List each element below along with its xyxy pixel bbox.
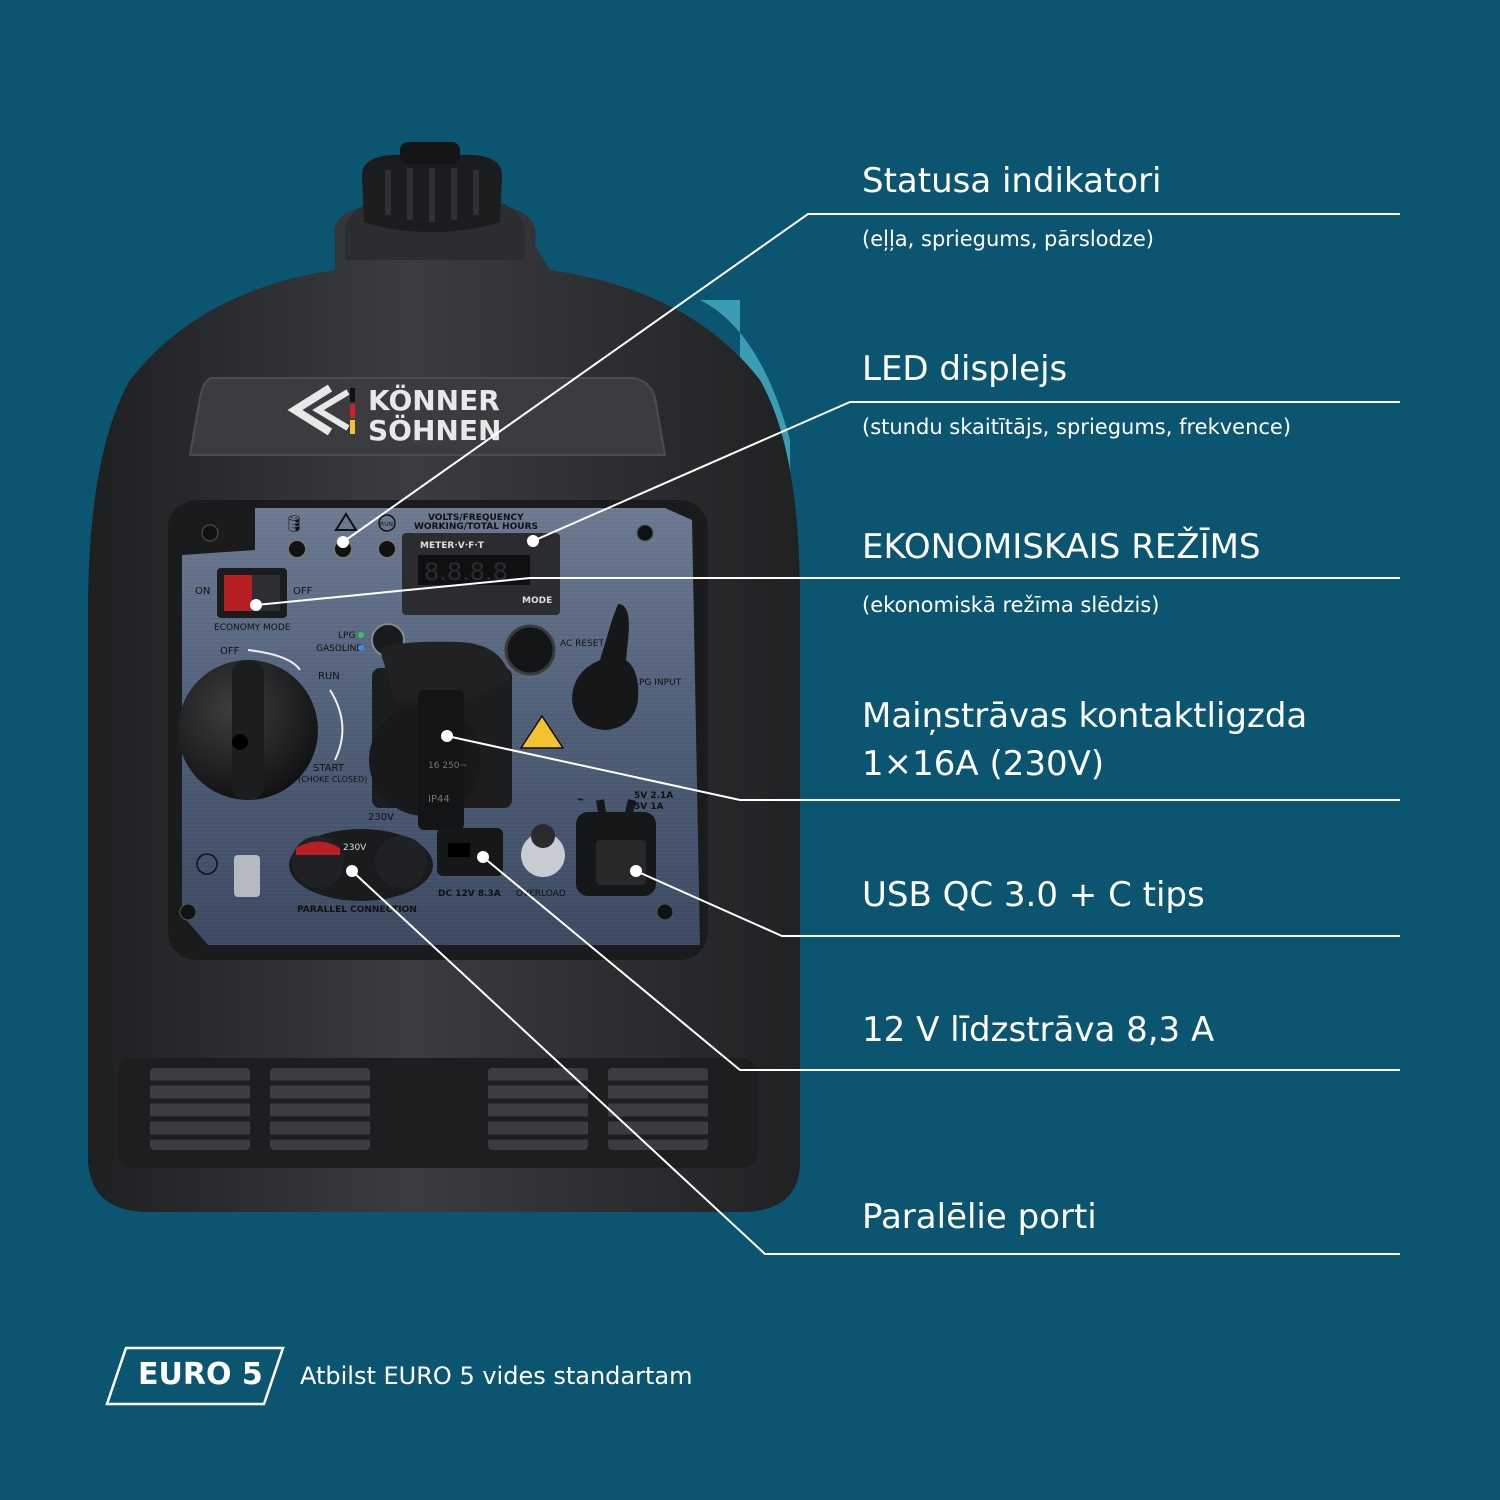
lpg-input-cap[interactable] [572, 604, 639, 730]
brand-line2: SÖHNEN [368, 413, 501, 447]
euro-badge-frame [105, 1346, 285, 1406]
feature-title-ac: Maiņstrāvas kontaktligzda [862, 696, 1308, 736]
meter-label: METER·V·F·T [420, 541, 485, 551]
economy-mode-label: ECONOMY MODE [214, 623, 291, 633]
lpg-input-label: LPG INPUT [634, 678, 682, 688]
feature-subtitle-status: (eļļa, spriegums, pārslodze) [862, 227, 1154, 251]
knob-off-label: OFF [220, 646, 240, 657]
usb-ports[interactable] [596, 840, 646, 885]
callout-line-parallel [351, 870, 1400, 1255]
callout-lines [255, 213, 1400, 1255]
run-label: RUN [380, 521, 393, 528]
fuel-cap-top [400, 142, 460, 164]
feature-subtitle-display: (stundu skaitītājs, spriegums, frekvence… [862, 415, 1292, 439]
parallel-label: PARALLEL CONNECTION [297, 905, 417, 915]
callout-line-economy [255, 577, 1400, 606]
overload-lamp [521, 833, 565, 877]
on-label: ON [195, 586, 210, 597]
callout-dot [337, 536, 349, 548]
dc-label: DC 12V 8.3A [438, 889, 501, 899]
choke-label: (CHOKE CLOSED) [298, 775, 367, 784]
screw [656, 903, 674, 921]
vent-grille [270, 1068, 370, 1150]
gasoline-label: GASOLINE [316, 644, 362, 654]
parallel-voltage: 230V [343, 843, 367, 853]
overload-label: OVERLOAD [516, 889, 566, 899]
vent-grille [150, 1068, 250, 1150]
callout-dot [477, 851, 489, 863]
off-label: OFF [293, 586, 313, 597]
screw [636, 524, 654, 542]
callout-dot [346, 865, 358, 877]
feature-title-usb: USB QC 3.0 + C tips [862, 875, 1205, 915]
callout-line-usb [635, 870, 1400, 937]
ac-reset-label: AC RESET [560, 639, 604, 649]
knob-start-label: START [313, 763, 345, 774]
usb-spec-1: 5V 2.1A [634, 791, 673, 801]
feature-title-status: Statusa indikatori [862, 161, 1162, 201]
euro-description: Atbilst EURO 5 vides standartam [300, 1362, 693, 1390]
feature-title-dc: 12 V līdzstrāva 8,3 A [862, 1010, 1215, 1050]
callout-dot [250, 599, 262, 611]
feature-title-economy: EKONOMISKAIS REŽĪMS [862, 527, 1261, 567]
callout-line-dc [482, 856, 1400, 1071]
feature-subtitle-economy: (ekonomiskā režīma slēdzis) [862, 593, 1160, 617]
overload-warning-icon [334, 512, 358, 531]
lpg-led [358, 632, 364, 638]
callout-line-status [342, 213, 1400, 543]
usb-spec-2: 5V 1A [634, 802, 664, 812]
vent-grille [488, 1068, 588, 1150]
callout-dot [441, 730, 453, 742]
euro-badge-label: EURO 5 [138, 1357, 263, 1392]
screw [179, 903, 197, 921]
screw [201, 524, 219, 542]
lpg-label: LPG [338, 631, 355, 641]
oil-led [287, 539, 307, 559]
feature-title-display: LED displejs [862, 349, 1068, 389]
callout-line-ac [446, 735, 1400, 801]
callout-dot [527, 535, 539, 547]
parallel-port-right[interactable] [375, 836, 427, 888]
brand-logo-mark [287, 384, 355, 436]
ac-socket-cover[interactable] [380, 641, 510, 700]
run-led [377, 539, 397, 559]
callout-dot [630, 865, 642, 877]
ground-terminal[interactable] [234, 855, 260, 897]
ac-reset-button[interactable] [504, 624, 556, 676]
meter-title-1: VOLTS/FREQUENCY [428, 513, 524, 523]
brand-line1: KÖNNER [368, 383, 500, 417]
vent-grille [608, 1068, 708, 1150]
gasoline-led [358, 645, 364, 651]
electric-hazard-icon [519, 714, 565, 749]
callout-line-display [532, 401, 1400, 542]
ground-icon [196, 853, 218, 875]
knob-run-label: RUN [318, 671, 340, 682]
mode-label: MODE [522, 596, 552, 606]
socket-ip: IP44 [428, 794, 450, 805]
usb-icon: ⌁ [577, 792, 584, 806]
feature-title-parallel: Paralēlie porti [862, 1197, 1097, 1237]
oil-icon: 🛢 [284, 514, 304, 533]
meter-title-2: WORKING/TOTAL HOURS [414, 522, 538, 532]
feature-title-ac-rating: 1×16A (230V) [862, 744, 1105, 784]
socket-rating: 230V [368, 812, 394, 823]
run-indicator-icon [378, 514, 396, 532]
socket-spec: 16 250~ [428, 761, 467, 771]
